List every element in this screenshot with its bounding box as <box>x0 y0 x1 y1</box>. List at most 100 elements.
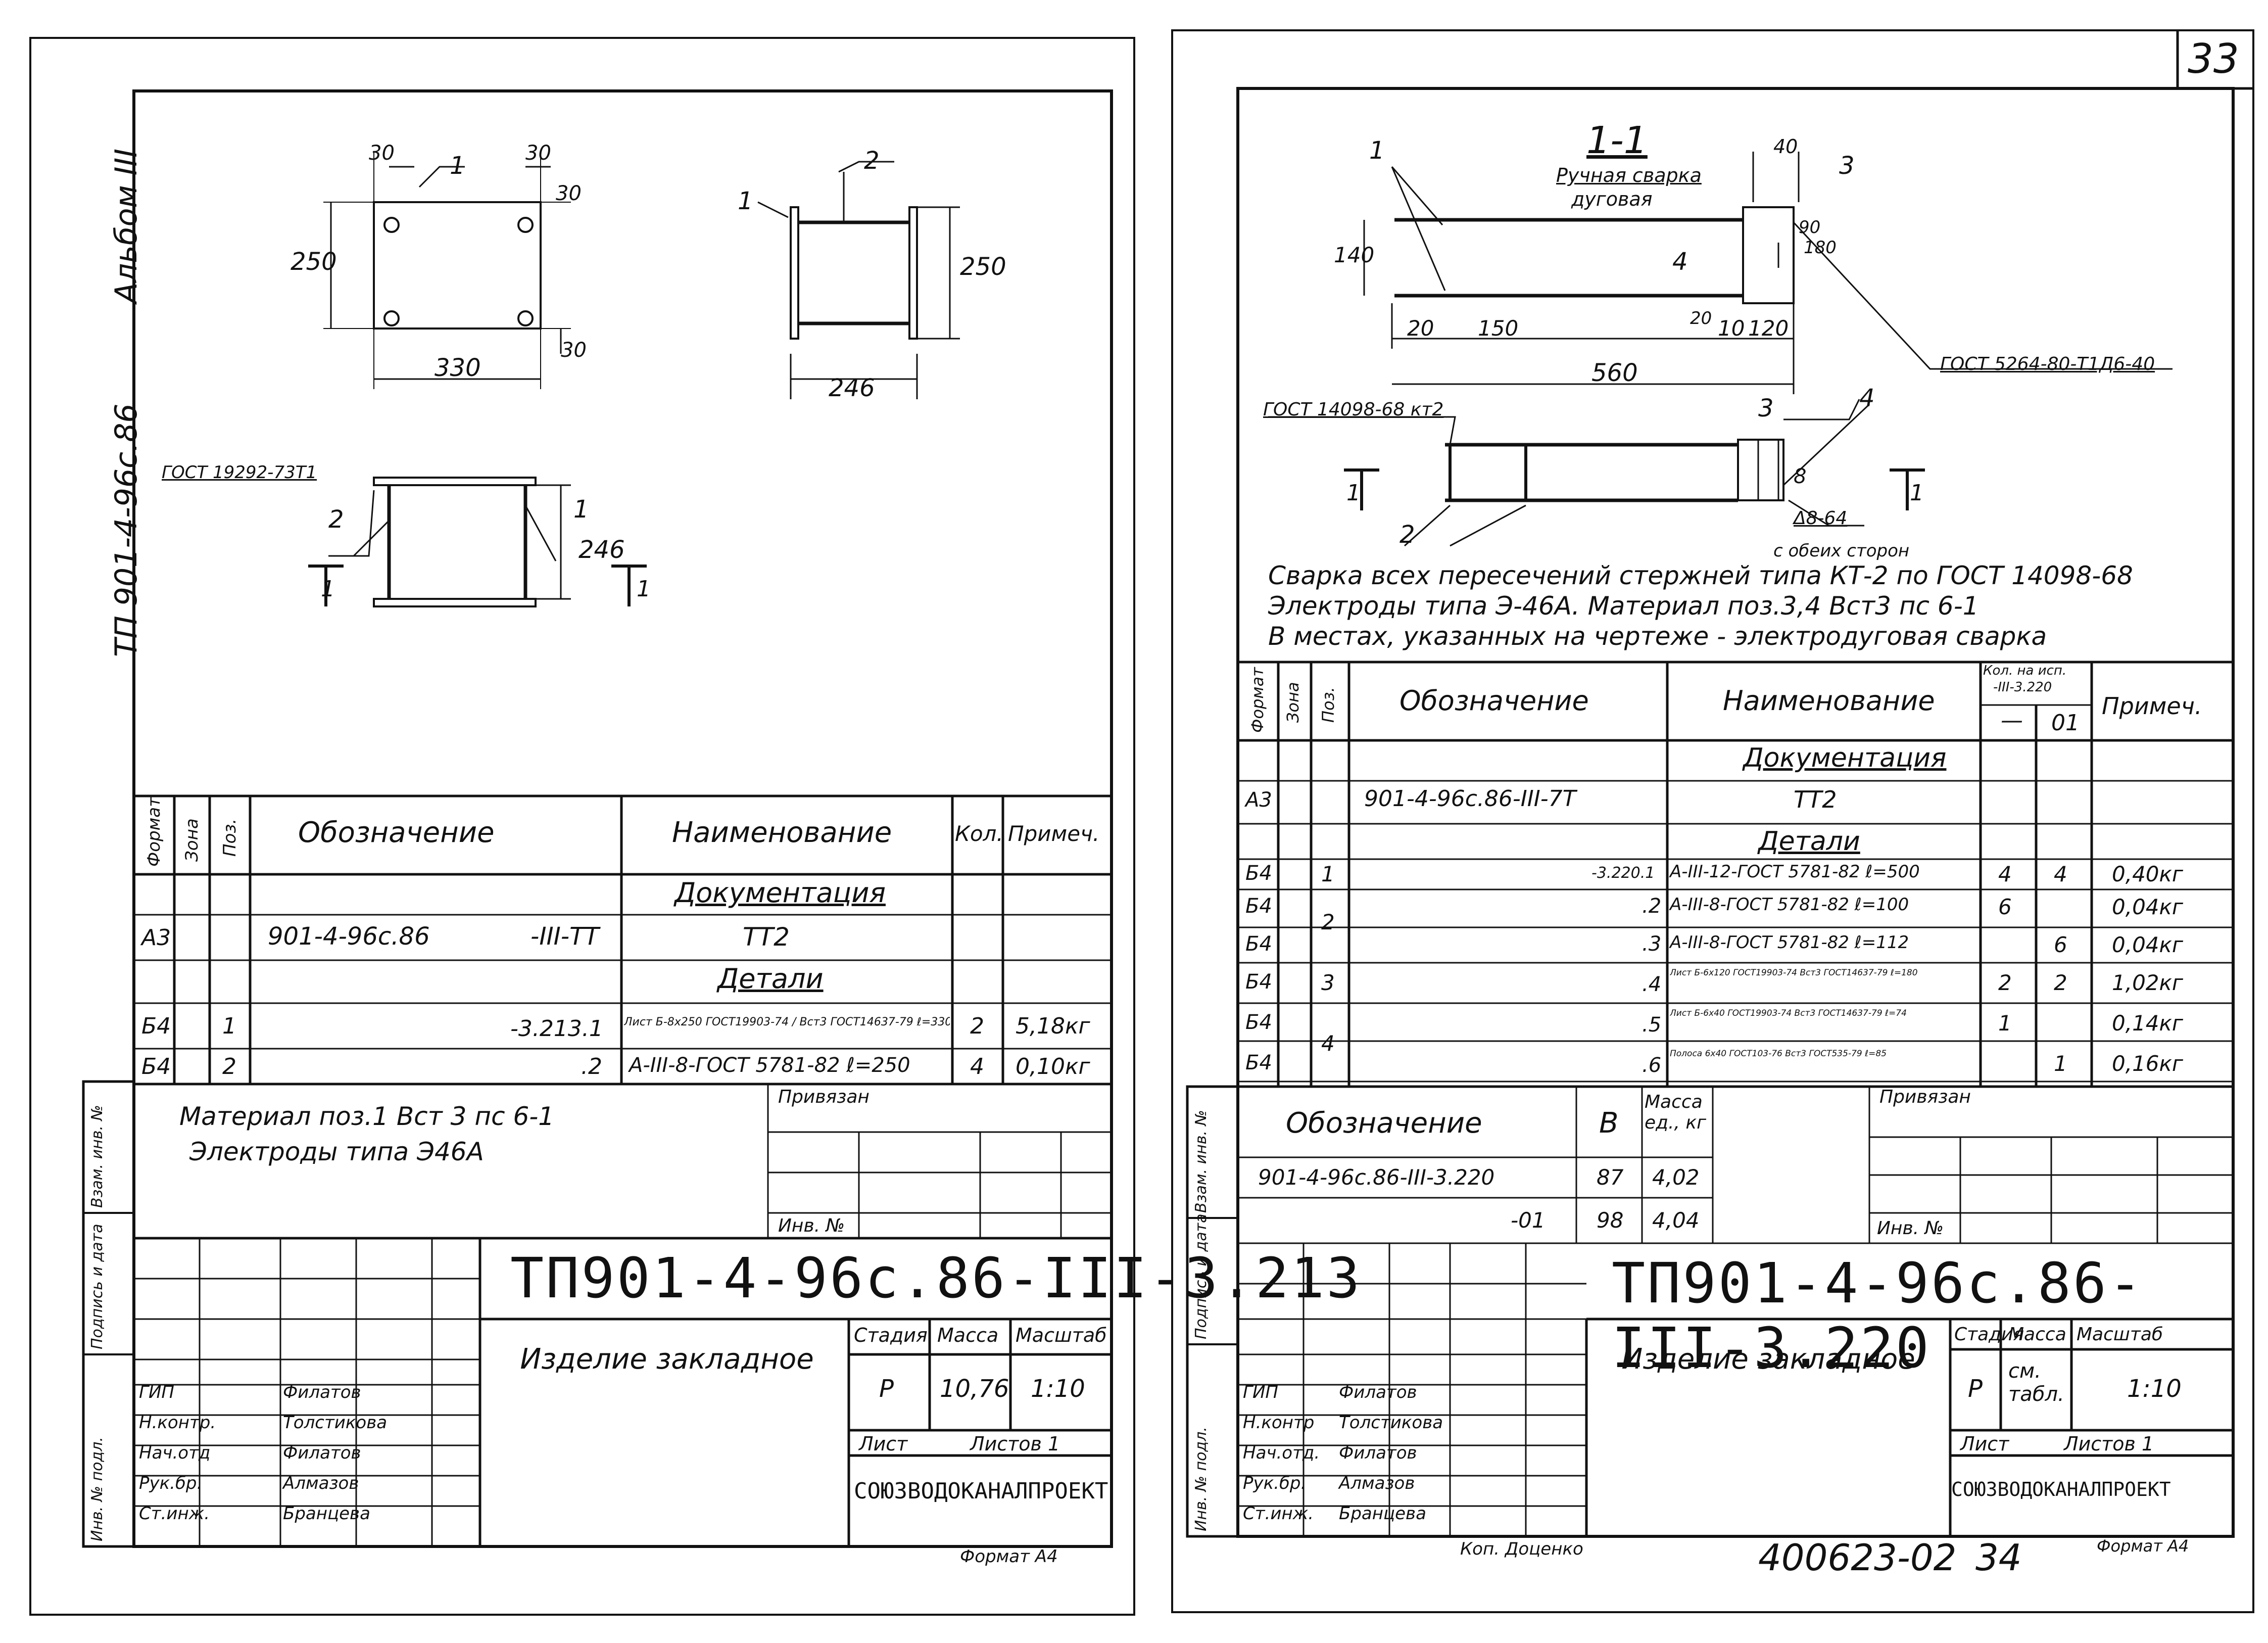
exec-row1-b: 87 <box>1597 1165 1624 1190</box>
r-dim-140: 140 <box>1334 243 1375 267</box>
r-row2-format: Б4 <box>1245 862 1272 885</box>
r-row4-code: .3 <box>1642 932 1662 956</box>
exec-row2-b: 98 <box>1597 1208 1624 1233</box>
r-signer-role-1: ГИП <box>1243 1382 1278 1402</box>
r-dim-150: 150 <box>1478 316 1519 341</box>
row1-code2: -III-ТТ <box>530 922 599 951</box>
dim-246a: 246 <box>829 374 875 402</box>
r-signer-name-5: Бранцева <box>1339 1504 1426 1524</box>
r-row5-q2: 2 <box>2054 970 2067 995</box>
scale-hdr: Масштаб <box>1016 1324 1107 1346</box>
r-row3-q1: 6 <box>1998 895 2012 919</box>
r-inv-no-label: Инв. № <box>1877 1218 1944 1239</box>
r-dim-180: 180 <box>1804 238 1837 258</box>
note-electrodes: Электроды типа Э46А <box>189 1137 484 1166</box>
r-dim-120: 120 <box>1748 316 1789 341</box>
r-row4-note: 0,04кг <box>2112 932 2183 957</box>
hdr-pos: Поз. <box>220 818 240 857</box>
item-name: Изделие закладное <box>520 1343 814 1376</box>
r-pos-4a: 4 <box>1672 248 1688 276</box>
weld-note-1: Ручная сварка <box>1556 164 1702 186</box>
r-hdr-format: Формат <box>1248 667 1267 733</box>
r-scale-value: 1:10 <box>2127 1375 2182 1403</box>
section-mark-1: 1 <box>321 576 335 602</box>
section-documentation: Документация <box>674 877 886 909</box>
section-title: 1-1 <box>1586 119 1648 162</box>
r-row6-pos: 4 <box>1321 1031 1335 1056</box>
row1-format: А3 <box>141 925 171 951</box>
r-row2-code: -3.220.1 <box>1591 864 1655 882</box>
series-label: ТП 901-4-96с.86 <box>109 403 144 657</box>
r-stage-value: Р <box>1968 1375 1983 1403</box>
r-format-label: Формат А4 <box>2097 1536 2189 1556</box>
organization: СОЮЗВОДОКАНАЛПРОЕКТ <box>854 1478 1108 1504</box>
pos-1b: 1 <box>738 187 753 215</box>
r-row7-format: Б4 <box>1245 1051 1272 1074</box>
r-row6-q1: 1 <box>1998 1011 2012 1036</box>
r-row1-format: А3 <box>1245 788 1272 812</box>
dim-30b: 30 <box>525 142 551 165</box>
signer-name-5: Бранцева <box>283 1504 370 1524</box>
hdr-note: Примеч. <box>1008 821 1100 846</box>
r-hdr-note: Примеч. <box>2102 692 2202 720</box>
stage-hdr: Стадия <box>854 1324 928 1346</box>
row1-code: 901-4-96с.86 <box>268 922 430 951</box>
r-hdr-dash: — <box>2001 708 2023 733</box>
exec-hdr-b: В <box>1599 1107 1619 1140</box>
row3-pos: 2 <box>222 1054 236 1079</box>
r-row5-note: 1,02кг <box>2112 970 2183 995</box>
r-scale-hdr: Масштаб <box>2077 1324 2163 1345</box>
row2-code2: -3.213.1 <box>510 1016 603 1042</box>
sheets-label: Листов 1 <box>970 1433 1060 1455</box>
signer-role-4: Рук.бр. <box>139 1473 203 1493</box>
hdr-qty: Кол. <box>955 821 1003 846</box>
r-mass-value: см. табл. <box>2008 1359 2064 1406</box>
r-row2-pos: 1 <box>1321 862 1335 886</box>
row2-note: 5,18кг <box>1016 1013 1090 1039</box>
exec-hdr-code: Обозначение <box>1286 1107 1482 1140</box>
r-section-parts: Детали <box>1758 826 1860 857</box>
hdr-designation: Обозначение <box>298 816 495 849</box>
r-side-label-inv: Инв. № подл. <box>1192 1427 1210 1531</box>
r-sheets-label: Листов 1 <box>2064 1433 2154 1455</box>
signer-role-1: ГИП <box>139 1382 174 1402</box>
side-label-inv: Инв. № подл. <box>88 1437 106 1541</box>
pos-2b: 2 <box>328 505 344 534</box>
scale-value: 1:10 <box>1031 1375 1085 1403</box>
doc-code: ТП901-4-96с.86-III-3.213 <box>510 1246 1362 1310</box>
r-note-1: Сварка всех пересечений стержней типа КТ… <box>1268 561 2133 590</box>
r-row2-note: 0,40кг <box>2112 862 2183 886</box>
note-material: Материал поз.1 Вст 3 пс 6-1 <box>179 1102 555 1131</box>
album-label: Альбом III <box>109 149 144 303</box>
exec-row2-mass: 4,04 <box>1652 1208 1700 1233</box>
r-pos-1: 1 <box>1369 136 1385 165</box>
bottom-page: 34 <box>1975 1536 2022 1579</box>
r-dim-20b: 20 <box>1690 308 1712 328</box>
hdr-format: Формат <box>144 797 164 867</box>
r-pos-3a: 3 <box>1839 152 1855 180</box>
r-row3-note: 0,04кг <box>2112 895 2183 919</box>
r-doc-code: ТП901-4-96с.86-III-3.220 <box>1612 1251 2144 1380</box>
weld-gost: ГОСТ 19292-73Т1 <box>162 462 317 483</box>
sheet-label: Лист <box>859 1433 908 1455</box>
signer-name-1: Филатов <box>283 1382 361 1402</box>
signer-name-2: Толстикова <box>283 1413 388 1433</box>
page-number: 33 <box>2188 35 2239 82</box>
r-section-1a: 1 <box>1346 480 1361 506</box>
gost-weld-b: ГОСТ 14098-68 кт2 <box>1263 399 1444 420</box>
r-row5-name: Лист Б-6х120 ГОСТ19903-74 Вст3 ГОСТ14637… <box>1670 968 1918 978</box>
r-stage-hdr: Стадия <box>1954 1324 2024 1345</box>
r-dim-40: 40 <box>1773 135 1798 158</box>
r-hdr-name: Наименование <box>1723 685 1935 717</box>
pos-1c: 1 <box>573 495 589 524</box>
signer-role-2: Н.контр. <box>139 1413 216 1433</box>
row3-format: Б4 <box>141 1054 171 1079</box>
exec-hdr-mass: Масса ед., кг <box>1645 1092 1707 1133</box>
r-row1-code: 901-4-96с.86-III-7Т <box>1364 786 1576 812</box>
privyazan-label: Привязан <box>778 1087 870 1107</box>
exec-row2-code: -01 <box>1511 1208 1546 1233</box>
dim-250a: 250 <box>291 248 337 276</box>
r-row5-q1: 2 <box>1998 970 2012 995</box>
pos-2a: 2 <box>864 147 880 175</box>
